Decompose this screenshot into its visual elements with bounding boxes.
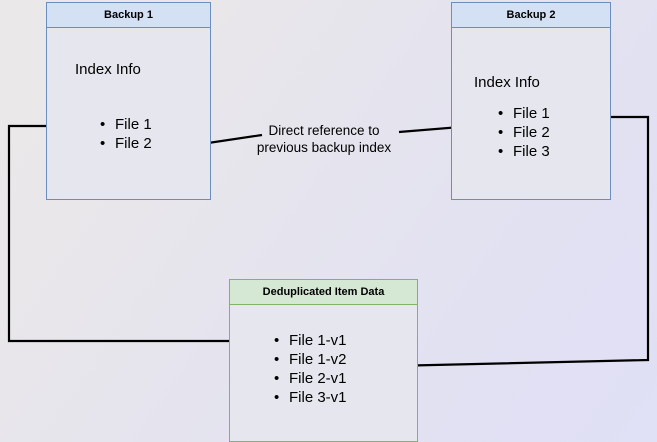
backup1-index-info-label: Index Info [75,61,141,78]
node-backup1-header: Backup 1 [47,3,210,28]
list-item: File 1 [100,115,152,134]
list-item: File 2 [100,134,152,153]
list-item: File 1 [498,104,550,123]
node-backup1[interactable]: Backup 1 Index Info File 1 File 2 [46,2,211,200]
backup2-file-list: File 1 File 2 File 3 [498,104,550,161]
list-item: File 3 [498,142,550,161]
node-backup2[interactable]: Backup 2 Index Info File 1 File 2 File 3 [451,2,611,200]
edge-label-line-2: previous backup index [256,140,392,155]
list-item: File 1-v2 [274,350,347,369]
dedup-file-list: File 1-v1 File 1-v2 File 2-v1 File 3-v1 [274,331,347,407]
node-backup1-body: Index Info File 1 File 2 [47,28,210,200]
list-item: File 2 [498,123,550,142]
backup2-index-info-label: Index Info [474,74,540,91]
node-backup2-body: Index Info File 1 File 2 File 3 [452,28,610,200]
edge-label-direct-reference: Direct reference to previous backup inde… [244,122,404,156]
edge-label-line-1: Direct reference to [268,123,380,138]
list-item: File 1-v1 [274,331,347,350]
node-dedup-header: Deduplicated Item Data [230,280,417,305]
node-dedup-body: File 1-v1 File 1-v2 File 2-v1 File 3-v1 [230,305,417,442]
node-deduplicated-item-data[interactable]: Deduplicated Item Data File 1-v1 File 1-… [229,279,418,442]
list-item: File 2-v1 [274,369,347,388]
node-backup2-header: Backup 2 [452,3,610,28]
list-item: File 3-v1 [274,388,347,407]
backup1-file-list: File 1 File 2 [100,115,152,153]
